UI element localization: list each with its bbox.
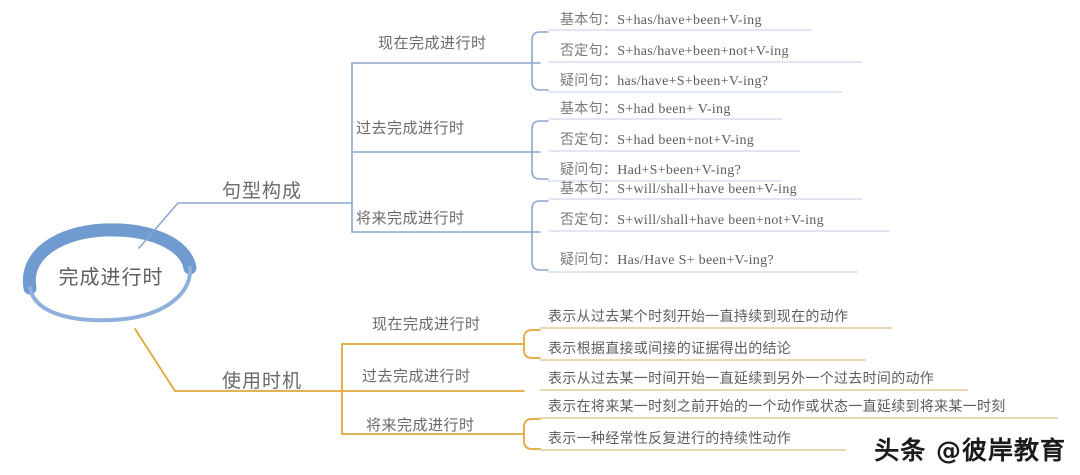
root-node-ellipse — [22, 223, 197, 323]
leaf-bracket-orange-2 — [523, 418, 541, 450]
sub-branch-label-future-perfect-continuous-usage[interactable]: 将来完成进行时 — [366, 418, 475, 434]
branch-label-sentence-structure[interactable]: 句型构成 — [222, 181, 303, 202]
branch-connector-orange — [134, 328, 525, 435]
leaf-underlines-blue — [548, 29, 890, 273]
leaf-key: 基本句： — [560, 102, 618, 117]
leaf-key: 疑问句： — [560, 253, 618, 268]
sub-branch-label-past-perfect-continuous-usage[interactable]: 过去完成进行时 — [362, 369, 471, 385]
leaf-item[interactable]: 表示从过去某个时刻开始一直持续到现在的动作 — [548, 311, 848, 325]
leaf-item[interactable]: 基本句：S+had been+ V-ing — [560, 103, 731, 117]
leaf-value: S+has/have+been+V-ing — [617, 13, 762, 28]
leaf-item[interactable]: 疑问句：Has/Have S+ been+V-ing? — [560, 254, 774, 268]
leaf-item[interactable]: 否定句：S+will/shall+have been+not+V-ing — [560, 214, 824, 228]
sub-branch-label-present-perfect-continuous-usage[interactable]: 现在完成进行时 — [372, 317, 481, 333]
leaf-item[interactable]: 表示从过去某一时间开始一直延续到另外一个过去时间的动作 — [548, 373, 934, 387]
leaf-value: 表示从过去某一时间开始一直延续到另外一个过去时间的动作 — [548, 372, 935, 387]
sub-branch-label-past-perfect-continuous-structure[interactable]: 过去完成进行时 — [356, 121, 465, 137]
leaf-value: S+had been+ V-ing — [617, 102, 731, 117]
leaf-value: Has/Have S+ been+V-ing? — [617, 253, 774, 268]
branch-label-usage-timing[interactable]: 使用时机 — [222, 371, 303, 392]
leaf-value: 表示一种经常性反复进行的持续性动作 — [548, 432, 792, 447]
sub-branch-label-present-perfect-continuous-structure[interactable]: 现在完成进行时 — [378, 36, 487, 52]
leaf-bracket-orange-0 — [523, 329, 541, 359]
leaf-item[interactable]: 疑问句：has/have+S+been+V-ing? — [560, 75, 768, 89]
leaf-key: 基本句： — [560, 182, 618, 197]
leaf-bracket-blue-0 — [531, 31, 549, 91]
leaf-key: 疑问句： — [560, 163, 618, 178]
leaf-key: 否定句： — [560, 44, 618, 59]
leaf-value: S+has/have+been+not+V-ing — [617, 44, 789, 59]
leaf-underlines-orange — [540, 327, 1058, 451]
branch-connector-blue — [138, 62, 541, 249]
leaf-value: S+will/shall+have been+V-ing — [617, 182, 797, 197]
sub-branch-label-future-perfect-continuous-structure[interactable]: 将来完成进行时 — [356, 211, 465, 227]
leaf-item[interactable]: 基本句：S+will/shall+have been+V-ing — [560, 183, 797, 197]
leaf-value: 表示从过去某个时刻开始一直持续到现在的动作 — [548, 310, 849, 325]
leaf-item[interactable]: 表示一种经常性反复进行的持续性动作 — [548, 433, 791, 447]
leaf-value: S+had been+not+V-ing — [617, 133, 755, 148]
leaf-value: 表示根据直接或间接的证据得出的结论 — [548, 342, 792, 357]
leaf-value: has/have+S+been+V-ing? — [617, 74, 769, 89]
leaf-item[interactable]: 否定句：S+has/have+been+not+V-ing — [560, 45, 789, 59]
leaf-item[interactable]: 表示在将来某一时刻之前开始的一个动作或状态一直延续到将来某一时刻 — [548, 401, 1006, 415]
leaf-value: Had+S+been+V-ing? — [617, 163, 742, 178]
leaf-bracket-blue-1 — [531, 120, 549, 180]
leaf-item[interactable]: 否定句：S+had been+not+V-ing — [560, 134, 754, 148]
leaf-bracket-blue-2 — [531, 200, 549, 271]
root-node-label[interactable]: 完成进行时 — [58, 267, 164, 289]
leaf-key: 否定句： — [560, 213, 618, 228]
leaf-value: S+will/shall+have been+not+V-ing — [617, 213, 824, 228]
leaf-key: 基本句： — [560, 13, 618, 28]
leaf-key: 疑问句： — [560, 74, 618, 89]
leaf-key: 否定句： — [560, 133, 618, 148]
leaf-item[interactable]: 表示根据直接或间接的证据得出的结论 — [548, 343, 791, 357]
watermark: 头条 @彼岸教育 — [874, 436, 1066, 465]
leaf-value: 表示在将来某一时刻之前开始的一个动作或状态一直延续到将来某一时刻 — [548, 400, 1006, 415]
leaf-item[interactable]: 基本句：S+has/have+been+V-ing — [560, 14, 762, 28]
leaf-item[interactable]: 疑问句：Had+S+been+V-ing? — [560, 164, 741, 178]
